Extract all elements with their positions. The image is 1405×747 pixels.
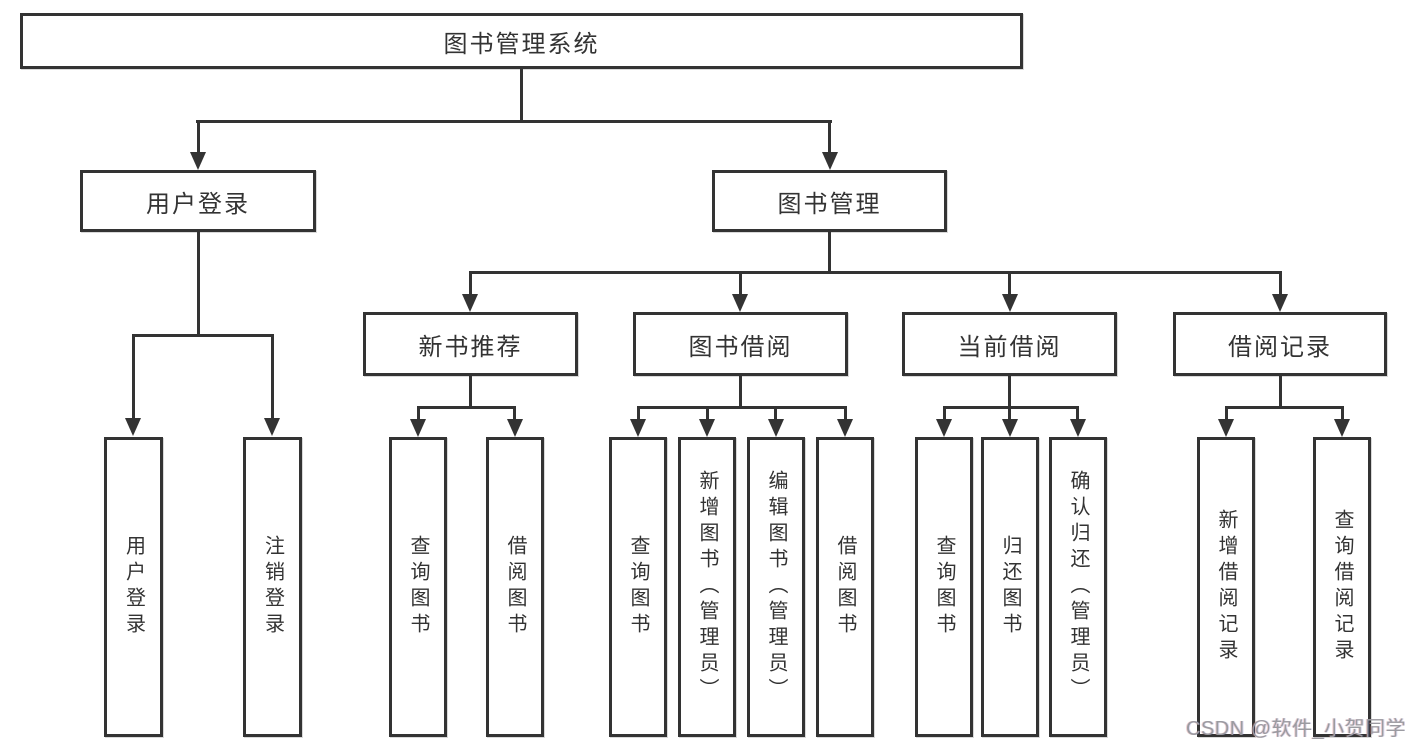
connector-line [828,232,831,273]
leaf-newbooks-borrow-books: 借阅图书 [486,437,544,737]
leaf-newbooks-query-books: 查询图书 [389,437,447,737]
watermark-csdn: CSDN @软件_小贺同学 [1186,718,1405,740]
leaf-current-query-books-label: 查询图书 [933,535,955,639]
node-user-login-label: 用户登录 [146,190,250,218]
connector-line [132,334,135,420]
arrow-down-icon [1272,294,1288,312]
connector-line [271,334,274,420]
leaf-borrowing-borrow-books: 借阅图书 [816,437,874,737]
arrow-down-icon [1218,419,1234,437]
arrow-down-icon [190,152,206,170]
arrow-down-icon [1002,294,1018,312]
connector-line [196,120,832,123]
connector-line [943,406,1079,409]
arrow-down-icon [768,419,784,437]
connector-line [520,69,523,123]
arrow-down-icon [1334,419,1350,437]
leaf-logout-label: 注销登录 [261,535,284,639]
arrow-down-icon [125,418,141,436]
connector-line [197,232,200,336]
leaf-records-add-record-label: 新增借阅记录 [1215,509,1237,665]
connector-line [774,406,777,421]
leaf-borrowing-add-books-admin-label: 新增图书（管理员） [696,470,718,704]
arrow-down-icon [732,294,748,312]
connector-line [637,406,640,421]
node-new-book-recommend: 新书推荐 [363,312,578,376]
arrow-down-icon [822,152,838,170]
node-borrow-records: 借阅记录 [1173,312,1387,376]
arrow-down-icon [699,419,715,437]
leaf-borrowing-query-books: 查询图书 [609,437,667,737]
leaf-user-login: 用户登录 [104,437,163,737]
leaf-logout: 注销登录 [243,437,302,737]
node-new-book-recommend-label: 新书推荐 [418,333,523,361]
node-library-system-label: 图书管理系统 [443,30,600,58]
arrow-down-icon [1070,419,1086,437]
leaf-newbooks-borrow-books-label: 借阅图书 [504,535,526,639]
leaf-records-add-record: 新增借阅记录 [1197,437,1255,737]
node-current-borrowing-label: 当前借阅 [957,333,1062,361]
leaf-current-confirm-return-admin: 确认归还（管理员） [1049,437,1107,737]
connector-line [1279,271,1282,296]
leaf-current-confirm-return-admin-label: 确认归还（管理员） [1067,470,1089,704]
node-book-management: 图书管理 [712,170,947,232]
leaf-user-login-label: 用户登录 [122,535,145,639]
connector-line [1225,406,1228,421]
leaf-records-query-record: 查询借阅记录 [1313,437,1371,737]
connector-line [739,271,742,296]
connector-line [828,120,831,154]
connector-line [1008,271,1011,296]
node-user-login: 用户登录 [80,170,316,232]
connector-line [637,406,847,409]
node-book-borrowing: 图书借阅 [633,312,848,376]
connector-line [739,376,742,409]
arrow-down-icon [630,419,646,437]
node-current-borrowing: 当前借阅 [902,312,1117,376]
leaf-borrowing-borrow-books-label: 借阅图书 [834,535,856,639]
connector-line [197,120,200,154]
connector-line [706,406,709,421]
connector-line [469,271,1282,274]
connector-line [417,406,516,409]
connector-line [417,406,420,421]
leaf-current-return-books-label: 归还图书 [999,535,1021,639]
connector-line [469,376,472,409]
arrow-down-icon [837,419,853,437]
connector-line [844,406,847,421]
leaf-records-query-record-label: 查询借阅记录 [1331,509,1353,665]
arrow-down-icon [264,418,280,436]
connector-line [1279,376,1282,409]
connector-line [132,334,274,337]
arrow-down-icon [1002,419,1018,437]
leaf-current-query-books: 查询图书 [915,437,973,737]
connector-line [1225,406,1343,409]
node-book-borrowing-label: 图书借阅 [688,333,793,361]
arrow-down-icon [507,419,523,437]
leaf-newbooks-query-books-label: 查询图书 [407,535,429,639]
connector-line [1008,376,1011,409]
leaf-borrowing-add-books-admin: 新增图书（管理员） [678,437,736,737]
connector-line [469,271,472,296]
arrow-down-icon [410,419,426,437]
connector-line [943,406,946,421]
connector-line [1008,406,1011,421]
leaf-current-return-books: 归还图书 [981,437,1039,737]
node-book-management-label: 图书管理 [777,190,882,218]
arrow-down-icon [936,419,952,437]
leaf-borrowing-edit-books-admin-label: 编辑图书（管理员） [765,470,787,704]
arrow-down-icon [462,294,478,312]
connector-line [513,406,516,421]
connector-line [1076,406,1079,421]
leaf-borrowing-query-books-label: 查询图书 [627,535,649,639]
leaf-borrowing-edit-books-admin: 编辑图书（管理员） [747,437,805,737]
node-library-system: 图书管理系统 [20,13,1023,69]
connector-line [1341,406,1344,421]
node-borrow-records-label: 借阅记录 [1228,333,1332,361]
